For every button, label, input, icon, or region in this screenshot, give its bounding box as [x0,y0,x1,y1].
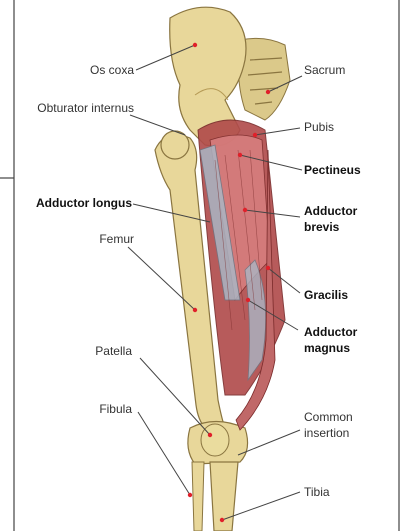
label-fibula: Fibula [60,402,132,416]
label-obturator-internus: Obturator internus [10,101,134,115]
label-adductor-longus: Adductor longus [10,196,132,210]
leader-fibula [138,412,190,495]
label-common-insertion-line1: Common [304,410,353,424]
label-common-insertion-line2: insertion [304,426,349,440]
label-os-coxa: Os coxa [40,63,134,77]
label-adductor-brevis-line1: Adductor [304,204,357,218]
knee-shape [188,422,248,465]
label-adductor-magnus-line2: magnus [304,341,350,355]
label-femur: Femur [60,232,134,246]
label-adductor-magnus-line1: Adductor [304,325,357,339]
label-pectineus: Pectineus [304,163,361,177]
label-patella: Patella [60,344,132,358]
label-adductor-brevis-line2: brevis [304,220,339,234]
label-pubis: Pubis [304,120,334,134]
label-tibia: Tibia [304,485,330,499]
label-gracilis: Gracilis [304,288,348,302]
leader-obturator [130,115,185,135]
lower-leg-shape [192,462,238,531]
label-sacrum: Sacrum [304,63,345,77]
